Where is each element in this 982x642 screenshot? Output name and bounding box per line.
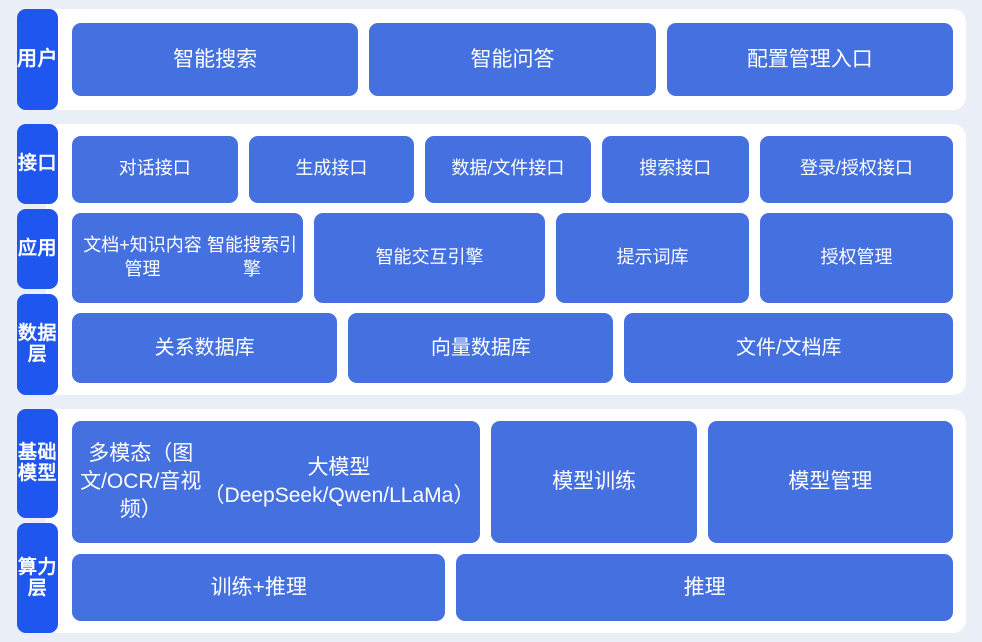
row-compute: 训练+推理 推理 [72, 554, 953, 621]
section-user: 用户 智能搜索 智能问答 配置管理入口 [0, 9, 966, 110]
row-application: 文档+知识内容管理 智能搜索引擎 智能交互引擎 提示词库 授权管理 [72, 212, 953, 304]
card-infrastructure: 多模态（图文/OCR/音视频） 大模型（DeepSeek/Qwen/LLaMa）… [46, 408, 966, 633]
box-smart-interaction-engine[interactable]: 智能交互引擎 [314, 212, 546, 304]
box-config-management-entry[interactable]: 配置管理入口 [666, 23, 953, 96]
row-data: 关系数据库 向量数据库 文件/文档库 [72, 313, 953, 383]
section-platform: 接口 应用 数据层 对话接口 生成接口 数据/文件接口 搜索接口 登录/授权接口… [0, 123, 966, 395]
rail-tab-data-layer[interactable]: 数据层 [17, 293, 58, 395]
row-foundation-model: 多模态（图文/OCR/音视频） 大模型（DeepSeek/Qwen/LLaMa）… [72, 420, 953, 544]
card-user: 智能搜索 智能问答 配置管理入口 [46, 9, 966, 110]
box-line-2: 大模型（DeepSeek/Qwen/LLaMa） [203, 456, 475, 507]
section-infrastructure: 基础模型 算力层 多模态（图文/OCR/音视频） 大模型（DeepSeek/Qw… [0, 408, 966, 633]
rail-tab-application[interactable]: 应用 [17, 208, 58, 289]
box-vector-database[interactable]: 向量数据库 [348, 313, 614, 383]
box-file-document-store[interactable]: 文件/文档库 [624, 313, 953, 383]
box-inference[interactable]: 推理 [456, 554, 953, 621]
box-login-auth-api[interactable]: 登录/授权接口 [759, 135, 954, 203]
box-authorization-management[interactable]: 授权管理 [760, 212, 953, 304]
box-prompt-library[interactable]: 提示词库 [556, 212, 750, 304]
rail-platform: 接口 应用 数据层 [0, 123, 58, 395]
card-platform: 对话接口 生成接口 数据/文件接口 搜索接口 登录/授权接口 文档+知识内容管理… [46, 123, 966, 395]
box-data-file-api[interactable]: 数据/文件接口 [425, 135, 591, 203]
box-model-management[interactable]: 模型管理 [707, 420, 953, 544]
rail-tab-compute-layer[interactable]: 算力层 [17, 523, 58, 633]
box-model-training[interactable]: 模型训练 [491, 420, 697, 544]
rail-tab-user[interactable]: 用户 [17, 9, 58, 110]
rail-user: 用户 [0, 9, 58, 110]
box-line-1: 文档+知识内容管理 [83, 235, 202, 279]
box-line-1: 多模态（图文/OCR/音视频） [80, 442, 202, 521]
box-doc-knowledge-management[interactable]: 文档+知识内容管理 智能搜索引擎 [72, 212, 304, 304]
box-relational-database[interactable]: 关系数据库 [72, 313, 338, 383]
row-user-entries: 智能搜索 智能问答 配置管理入口 [72, 23, 953, 96]
row-interface: 对话接口 生成接口 数据/文件接口 搜索接口 登录/授权接口 [72, 135, 954, 203]
box-search-api[interactable]: 搜索接口 [601, 135, 749, 203]
rail-infrastructure: 基础模型 算力层 [0, 408, 58, 633]
box-multimodal-large-model[interactable]: 多模态（图文/OCR/音视频） 大模型（DeepSeek/Qwen/LLaMa） [72, 420, 481, 544]
rail-tab-interface[interactable]: 接口 [17, 123, 58, 204]
box-smart-qa[interactable]: 智能问答 [369, 23, 656, 96]
box-line-2: 智能搜索引擎 [206, 235, 297, 279]
rail-tab-foundation-model[interactable]: 基础模型 [17, 408, 58, 519]
box-dialog-api[interactable]: 对话接口 [72, 135, 238, 203]
box-generation-api[interactable]: 生成接口 [248, 135, 415, 203]
box-smart-search[interactable]: 智能搜索 [72, 23, 359, 96]
box-training-and-inference[interactable]: 训练+推理 [72, 554, 446, 621]
